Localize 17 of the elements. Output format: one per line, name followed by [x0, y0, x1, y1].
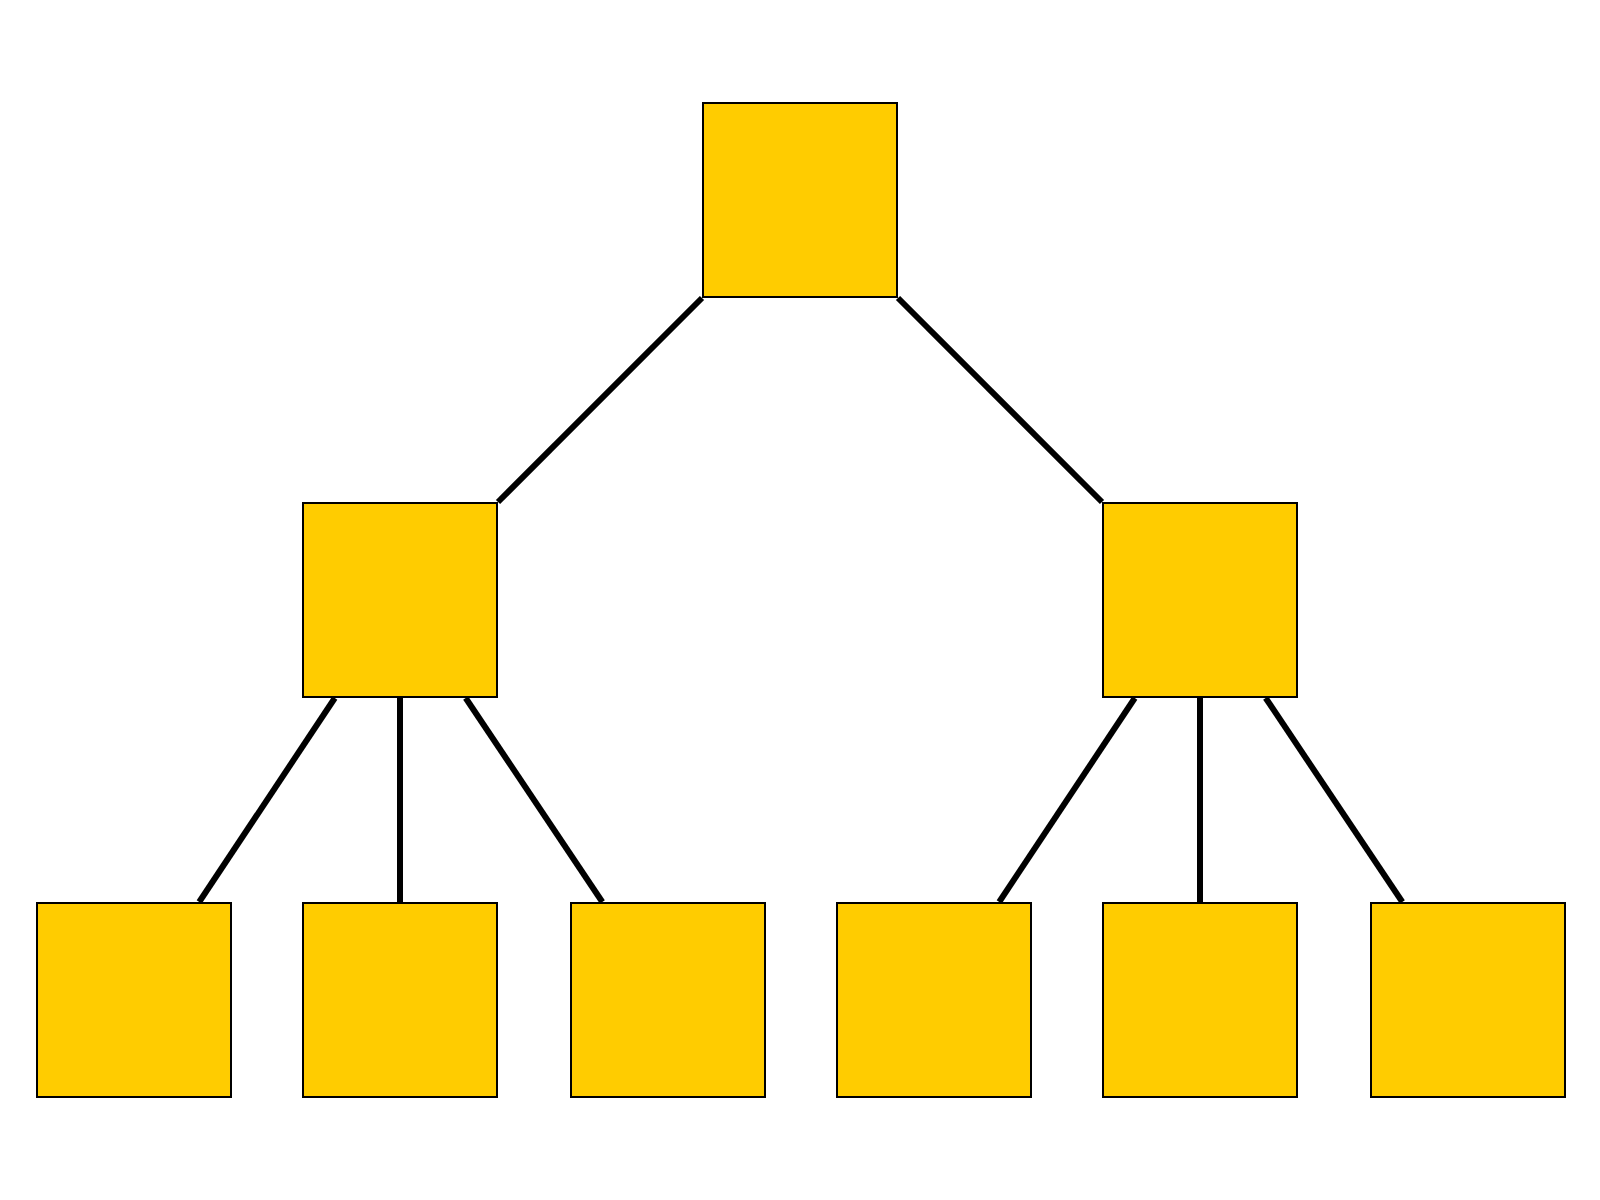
tree-node	[702, 102, 898, 298]
connector-line	[495, 295, 705, 505]
connector-line	[895, 295, 1105, 505]
tree-node	[570, 902, 766, 1098]
tree-node	[1102, 902, 1298, 1098]
tree-node	[1102, 502, 1298, 698]
connector-line	[397, 698, 403, 902]
tree-node	[302, 902, 498, 1098]
tree-node	[836, 902, 1032, 1098]
tree-node	[36, 902, 232, 1098]
connector-line	[996, 696, 1138, 904]
tree-node	[302, 502, 498, 698]
connector-line	[1263, 696, 1405, 904]
connector-line	[196, 696, 338, 904]
connector-line	[463, 696, 605, 904]
connector-line	[1197, 698, 1203, 902]
tree-node	[1370, 902, 1566, 1098]
